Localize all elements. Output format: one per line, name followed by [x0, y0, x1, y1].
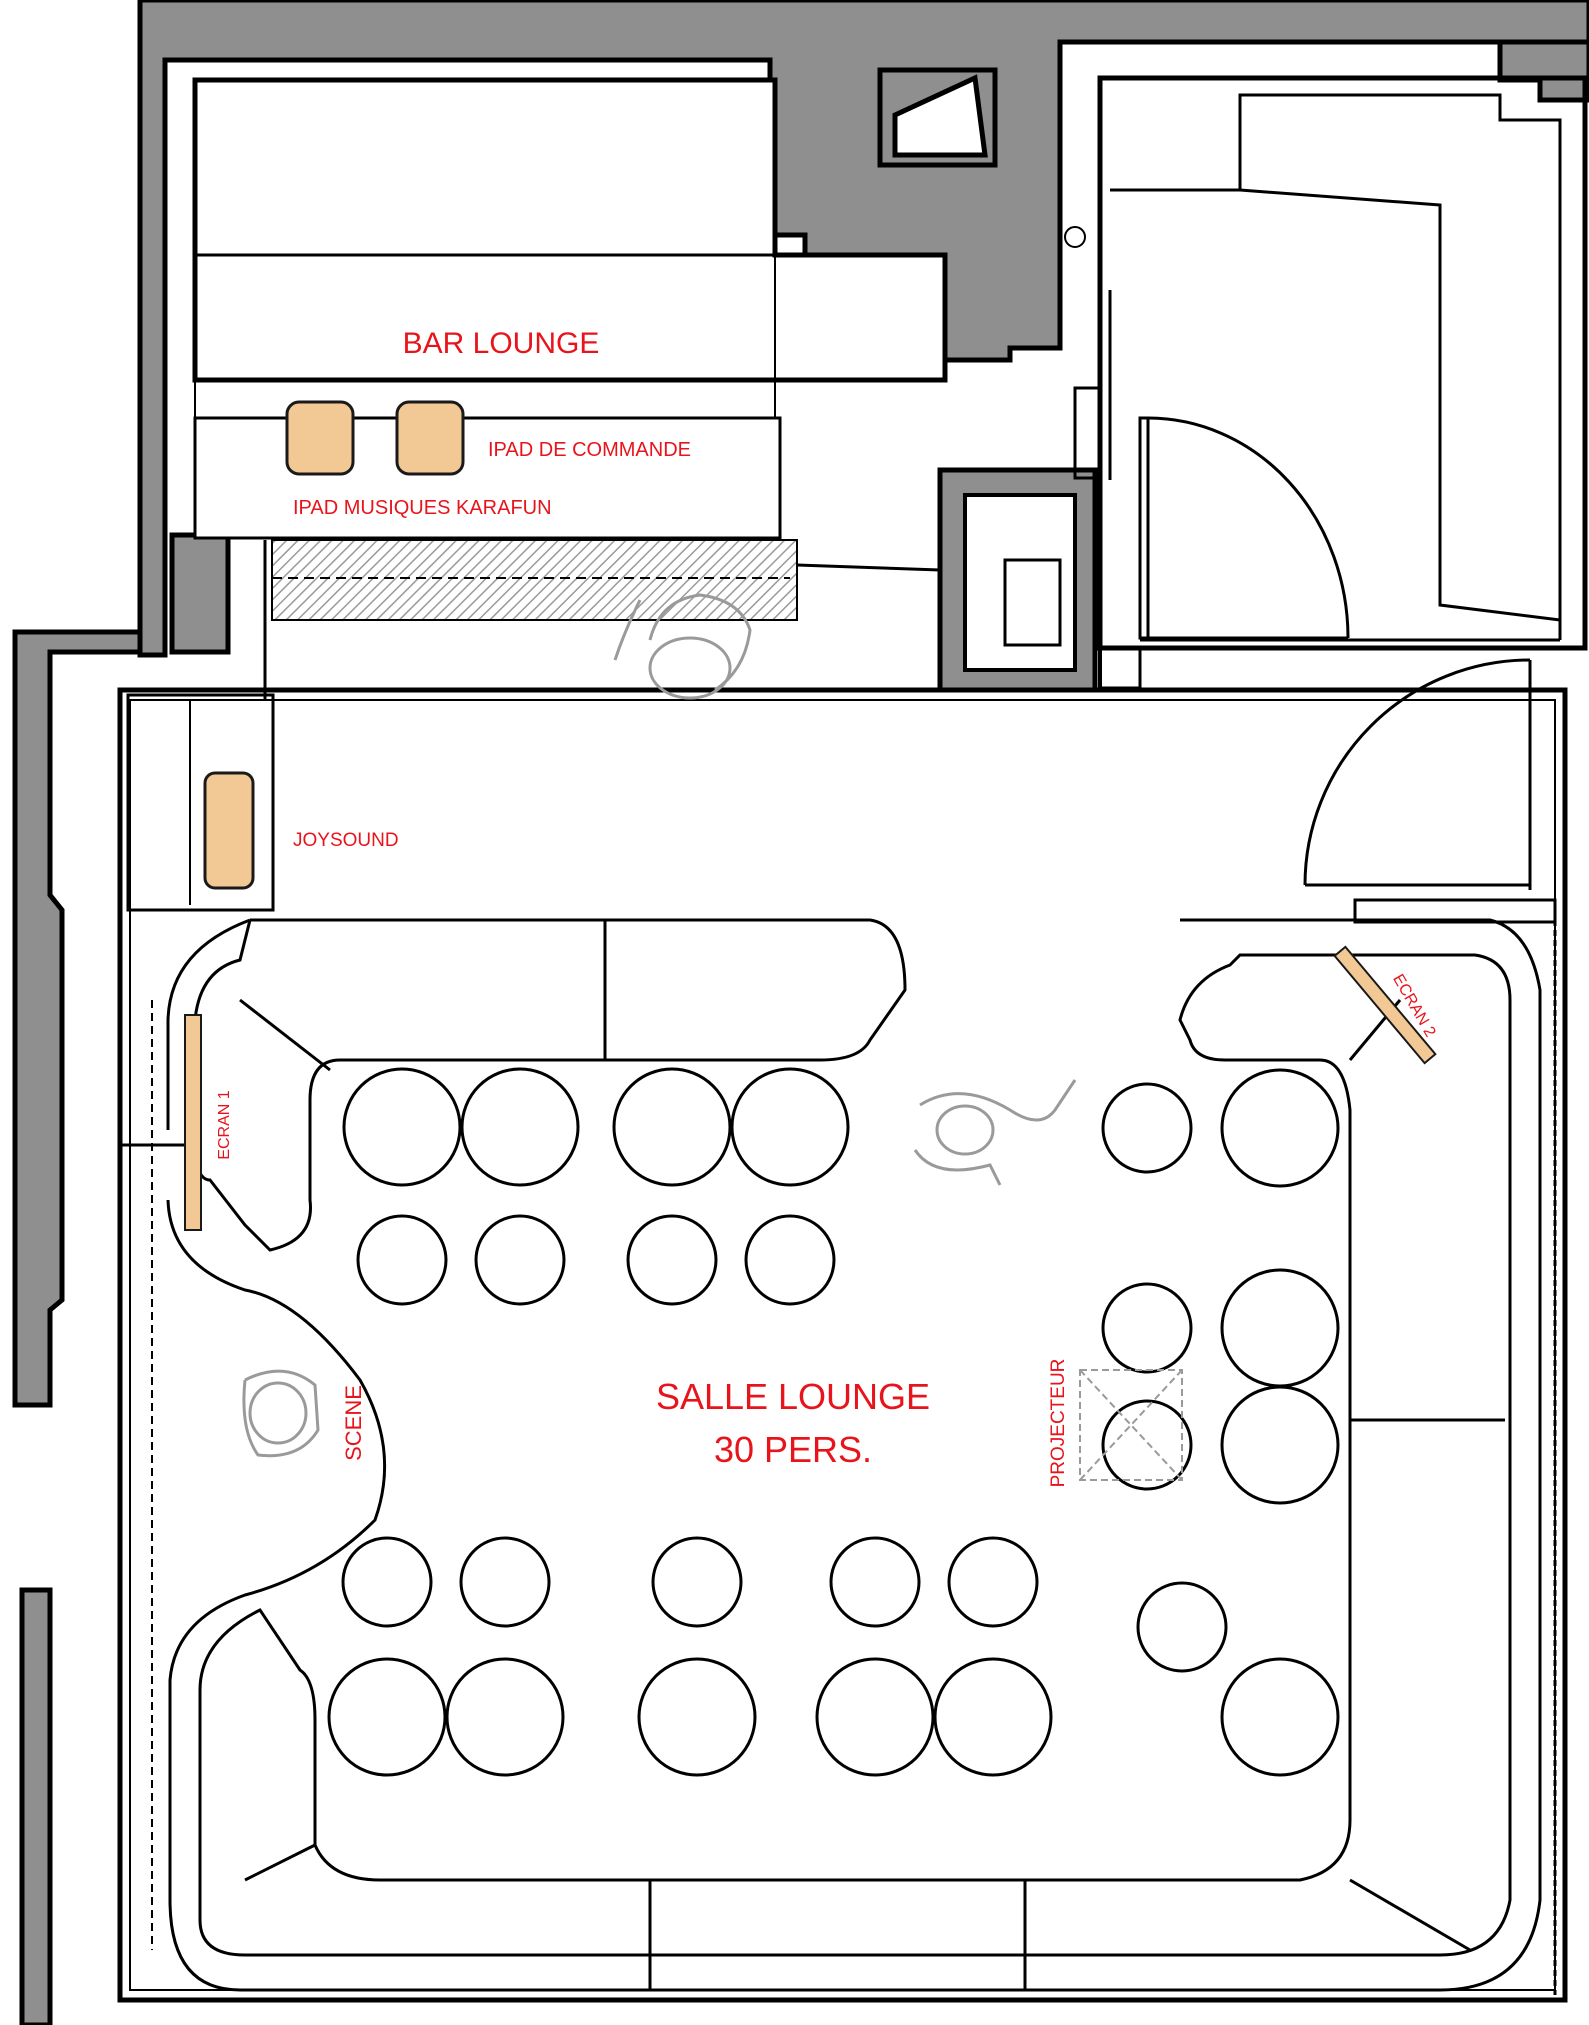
ecran1-screen	[184, 1014, 202, 1231]
notch-inner	[892, 74, 988, 158]
left-pillar	[169, 532, 231, 655]
table	[637, 1657, 757, 1777]
projector-crossbox-icon	[1079, 1369, 1183, 1481]
devices	[184, 400, 1437, 1231]
table	[1220, 1385, 1340, 1505]
person-topview-icon	[613, 593, 752, 700]
table	[730, 1067, 850, 1187]
joysound-device	[203, 771, 255, 890]
table	[612, 1067, 732, 1187]
table	[1136, 1581, 1228, 1673]
ipad-karafun-label: IPAD MUSIQUES KARAFUN	[293, 497, 552, 519]
table	[651, 1536, 743, 1628]
table	[459, 1536, 551, 1628]
ipad-karafun-device	[285, 400, 355, 476]
table	[445, 1657, 565, 1777]
ipad-commande-label: IPAD DE COMMANDE	[488, 439, 691, 461]
table	[626, 1214, 718, 1306]
table	[1101, 1282, 1193, 1374]
joysound-label: JOYSOUND	[293, 830, 399, 851]
service-block-inner	[963, 493, 1077, 672]
person-topview-icon	[242, 1369, 320, 1458]
scene-label: SCENE	[341, 1385, 366, 1461]
door-swing-icon	[1138, 416, 1350, 640]
table	[933, 1657, 1053, 1777]
table	[356, 1214, 448, 1306]
table	[815, 1657, 935, 1777]
projecteur-label: PROJECTEUR	[1048, 1359, 1069, 1488]
ipad-commande-device	[395, 400, 465, 476]
table	[829, 1536, 921, 1628]
table	[342, 1067, 462, 1187]
tables	[327, 1067, 1340, 1777]
table	[1101, 1399, 1193, 1491]
ecran2-screen	[1333, 945, 1437, 1065]
left-outer-wall	[12, 629, 143, 1408]
bar-lounge-label: BAR LOUNGE	[403, 327, 600, 360]
table	[1101, 1082, 1193, 1174]
table	[327, 1657, 447, 1777]
table	[341, 1536, 433, 1628]
table	[1220, 1068, 1340, 1188]
joysound-cabinet	[126, 693, 275, 912]
top-right-wall	[1497, 39, 1589, 103]
table	[744, 1214, 836, 1306]
table	[474, 1214, 566, 1306]
bar-area	[192, 77, 948, 700]
table	[460, 1067, 580, 1187]
person-topview-icon	[913, 1079, 1077, 1186]
table	[947, 1536, 1039, 1628]
table	[1220, 1268, 1340, 1388]
table	[1220, 1657, 1340, 1777]
door-swing-icon	[1303, 658, 1557, 924]
banquette	[120, 918, 1542, 1992]
salle-title-line2: 30 PERS.	[714, 1429, 872, 1470]
ecran1-label: ECRAN 1	[216, 1090, 233, 1159]
kitchen-rooms	[1073, 75, 1588, 690]
left-lower-wall	[19, 1587, 53, 2025]
bar-counter-hatched	[271, 539, 798, 621]
salle-title-line1: SALLE LOUNGE	[656, 1376, 930, 1417]
